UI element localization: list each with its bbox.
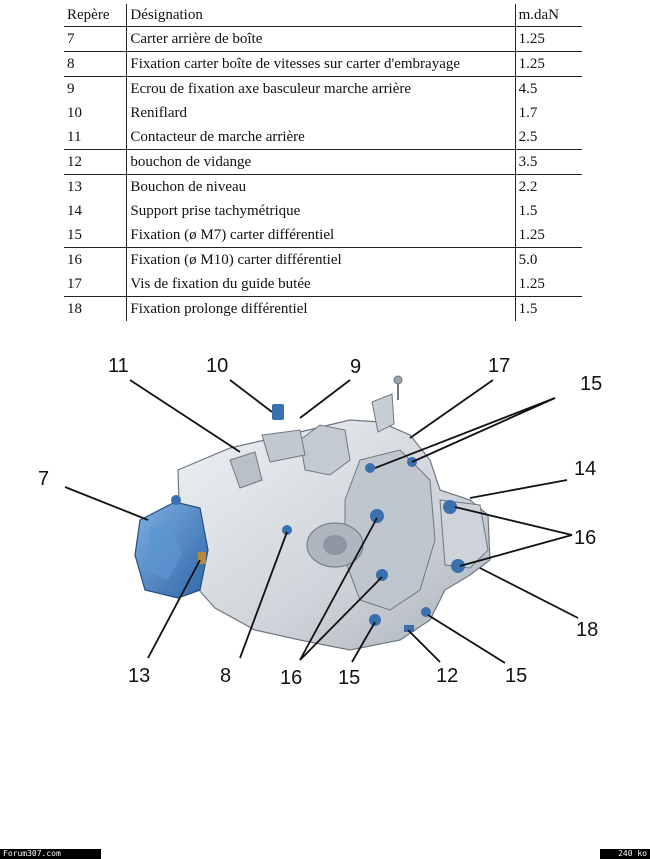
cell-designation: Fixation (ø M7) carter différentiel [126, 223, 516, 248]
callout-7: 7 [38, 468, 49, 490]
cell-designation: Carter arrière de boîte [126, 26, 516, 52]
header-value: m.daN [515, 4, 582, 27]
cell-repere: 10 [67, 105, 82, 121]
callout-18: 18 [576, 619, 598, 641]
callout-14: 14 [574, 458, 596, 480]
breather-bolt [272, 404, 284, 420]
cell-value: 1.5 [515, 296, 582, 321]
callout-16-right: 16 [574, 527, 596, 549]
cell-designation: Reniflard [126, 101, 516, 125]
cell-repere: 16 [64, 247, 127, 272]
callout-labels: 7 11 10 9 17 15 14 16 18 15 12 15 16 8 1… [38, 355, 602, 689]
cell-repere: 14 [67, 203, 82, 219]
cell-repere: 7 [67, 31, 75, 47]
footer-source: Forum307.com [0, 849, 101, 859]
cell-value: 1.25 [515, 51, 582, 77]
callout-9: 9 [350, 356, 361, 378]
callout-10: 10 [206, 355, 228, 377]
callout-15-right: 15 [505, 665, 527, 687]
cell-value: 1.25 [518, 227, 545, 243]
cell-repere: 11 [67, 129, 82, 145]
footer-size: 240 ko [600, 849, 650, 859]
cell-designation: Fixation prolonge différentiel [126, 296, 516, 321]
cell-repere: 17 [67, 276, 82, 292]
cell-designation: Contacteur de marche arrière [126, 125, 516, 150]
cell-designation: Bouchon de niveau [126, 174, 516, 199]
cell-value: 2.5 [518, 129, 538, 145]
leader-lines [64, 379, 579, 664]
cell-designation: bouchon de vidange [126, 149, 516, 175]
callout-16-bottom: 16 [280, 667, 302, 689]
header-repere: Repère [64, 4, 127, 27]
cell-value: 5.0 [515, 247, 582, 272]
header-designation: Désignation [126, 4, 516, 27]
cell-value: 4.5 [515, 76, 582, 101]
cell-value: 1.7 [518, 105, 538, 121]
gearbox-housing [177, 375, 491, 651]
rear-housing-cover [134, 501, 209, 599]
cell-repere: 9 [64, 76, 127, 101]
table-header-row: Repère Désignation m.daN [64, 4, 582, 27]
cell-repere: 8 [64, 51, 127, 77]
callout-15-top: 15 [580, 373, 602, 395]
cell-repere: 13 [64, 174, 127, 199]
cell-designation: Fixation (ø M10) carter différentiel [126, 247, 516, 272]
cell-repere: 15 [67, 227, 82, 243]
cell-value: 1.25 [518, 31, 545, 47]
cell-value: 3.5 [515, 149, 582, 175]
cell-value: 1.25 [518, 276, 545, 292]
torque-table: Repère Désignation m.daN 7 Carter arrière… [64, 4, 582, 321]
callout-11: 11 [108, 355, 129, 377]
cell-designation: Fixation carter boîte de vitesses sur ca… [126, 51, 516, 77]
cell-designation: Vis de fixation du guide butée [126, 272, 516, 297]
cell-repere: 18 [64, 296, 127, 321]
callout-13: 13 [128, 665, 150, 687]
gearbox-diagram: 7 11 10 9 17 15 14 16 18 15 12 15 16 8 1… [38, 355, 602, 689]
callout-17: 17 [488, 355, 510, 377]
cell-designation: Support prise tachymétrique [126, 199, 516, 223]
callout-8: 8 [220, 665, 231, 687]
cell-repere: 12 [64, 149, 127, 175]
cell-value: 2.2 [515, 174, 582, 199]
cell-designation: Ecrou de fixation axe basculeur marche a… [126, 76, 516, 101]
callout-15-bottom: 15 [338, 667, 360, 689]
cell-value: 1.5 [518, 203, 538, 219]
callout-12: 12 [436, 665, 458, 687]
